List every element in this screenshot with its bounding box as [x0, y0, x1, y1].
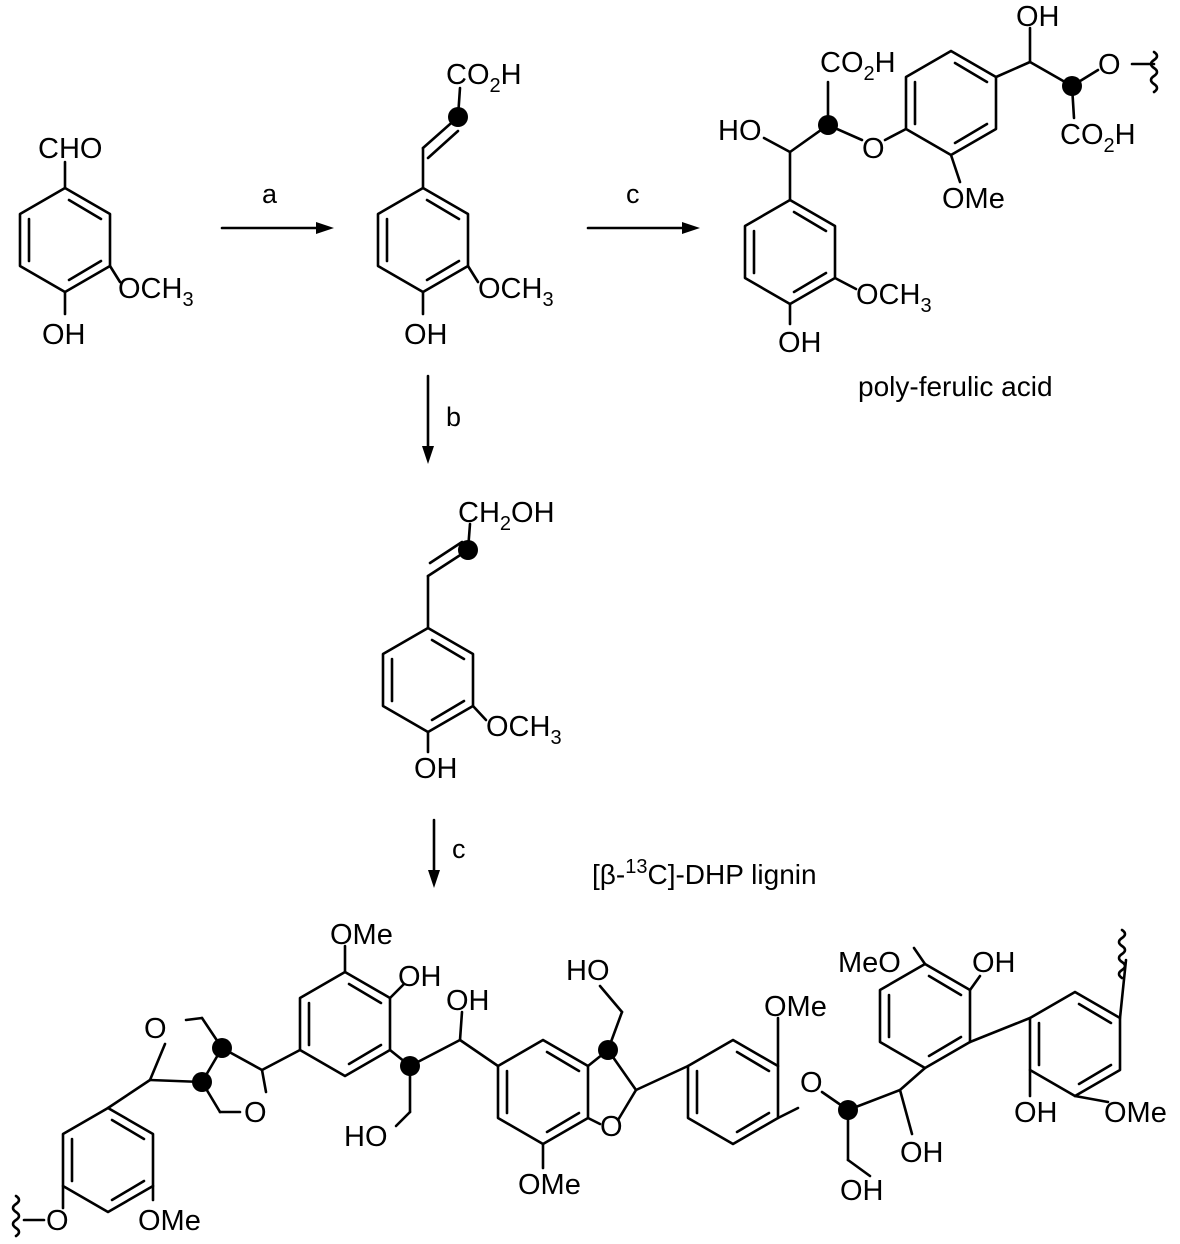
c13-label-dot — [212, 1038, 232, 1058]
c13-label-dot — [598, 1040, 618, 1060]
c13-label-dot — [192, 1072, 212, 1092]
hydroxyl-label: OH — [414, 753, 458, 785]
methoxy-label: MeO — [838, 947, 901, 979]
hydroxyl-label: HO — [718, 115, 762, 147]
methoxy-label: OMe — [138, 1205, 201, 1237]
hydroxyl-label: HO — [566, 955, 610, 987]
hydroxyl-label: OH — [42, 319, 86, 351]
methoxy-label: OCH3 — [486, 711, 562, 749]
hydroxymethyl-label: CH2OH — [458, 497, 555, 535]
hydroxyl-label: OH — [446, 985, 490, 1017]
hydroxyl-label: OH — [972, 947, 1016, 979]
methoxy-label: OMe — [518, 1169, 581, 1201]
hydroxyl-label: OH — [900, 1137, 944, 1169]
hydroxyl-label: HO — [344, 1121, 388, 1153]
c13-label-dot — [458, 540, 478, 560]
methoxy-label: OCH3 — [856, 279, 932, 317]
c13-label-dot — [400, 1056, 420, 1076]
hydroxyl-label: OH — [1014, 1097, 1058, 1129]
methoxy-label: OCH3 — [118, 273, 194, 311]
ferulic-acid-structure: CO2H OCH3 OH — [376, 59, 554, 351]
c13-label-dot — [818, 115, 838, 135]
coniferyl-alcohol-structure: CH2OH OCH3 OH — [381, 497, 562, 785]
c13-label-dot — [1062, 76, 1082, 96]
methoxy-label: OCH3 — [478, 273, 554, 311]
step-label-c: c — [626, 179, 640, 209]
c13-label-dot — [838, 1100, 858, 1120]
arrow-step-c-bottom: c — [428, 818, 466, 888]
dhp-lignin-structure: O OMe O O OMe OH OH HO — [11, 919, 1167, 1238]
step-label-a: a — [262, 179, 278, 209]
ether-oxygen-label: O — [862, 133, 885, 165]
poly-ferulic-acid-structure: HO CO2H O OMe OH O CO2H OCH3 OH poly-fer… — [718, 1, 1159, 402]
vanillin-structure: CHO OCH3 OH — [18, 133, 194, 351]
furan-oxygen-label: O — [144, 1013, 167, 1045]
dhp-lignin-caption: [β-13C]-DHP lignin — [592, 856, 817, 890]
arrow-step-a: a — [220, 179, 334, 234]
ether-oxygen-label: O — [46, 1205, 69, 1237]
furan-oxygen-label: O — [244, 1097, 267, 1129]
ether-oxygen-label: O — [800, 1067, 823, 1099]
methoxy-label: OMe — [764, 991, 827, 1023]
step-label-c: c — [452, 834, 466, 864]
methoxy-label: OMe — [330, 919, 393, 951]
aldehyde-label: CHO — [38, 133, 102, 165]
methoxy-label: OMe — [1104, 1097, 1167, 1129]
hydroxyl-label: OH — [404, 319, 448, 351]
furan-oxygen-label: O — [600, 1111, 623, 1143]
arrow-step-c-top: c — [586, 179, 700, 234]
hydroxyl-label: OH — [778, 327, 822, 359]
carboxyl-label: CO2H — [820, 47, 896, 85]
hydroxyl-label: OH — [1016, 1, 1060, 33]
methoxy-label: OMe — [942, 183, 1005, 215]
ether-oxygen-label: O — [1098, 49, 1121, 81]
c13-label-dot — [448, 107, 468, 127]
hydroxyl-label: OH — [398, 961, 442, 993]
hydroxyl-label: OH — [840, 1175, 884, 1207]
arrow-step-b: b — [422, 374, 461, 464]
step-label-b: b — [446, 402, 461, 432]
carboxyl-label: CO2H — [1060, 119, 1136, 157]
poly-ferulic-acid-caption: poly-ferulic acid — [858, 371, 1053, 402]
carboxyl-label: CO2H — [446, 59, 522, 97]
